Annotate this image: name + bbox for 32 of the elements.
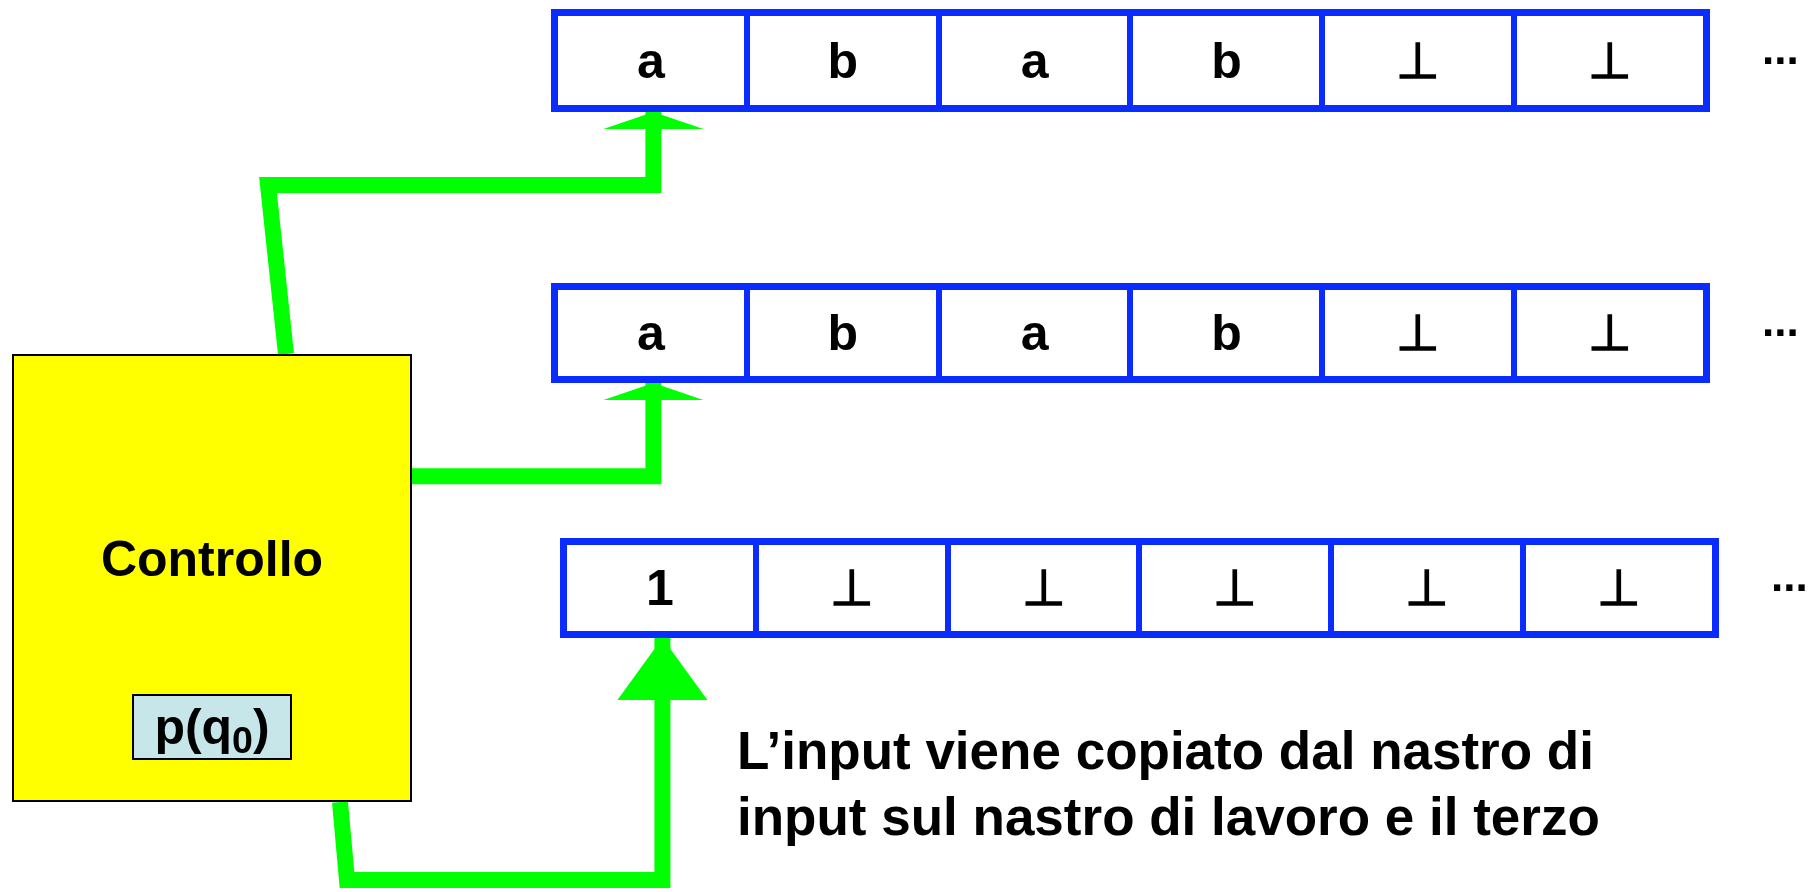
arrow: [259, 112, 704, 355]
cell-symbol: ⊥: [1396, 308, 1441, 358]
cell-symbol: b: [827, 308, 858, 358]
tape-strip: [551, 9, 1710, 112]
arrow: [412, 383, 704, 485]
control-box: [12, 354, 412, 802]
cell-symbol: a: [637, 308, 665, 358]
cell-symbol: ⊥: [1588, 308, 1633, 358]
cell-symbol: b: [1211, 308, 1242, 358]
ellipsis: ...: [1762, 299, 1799, 343]
arrow: [332, 638, 708, 888]
cell-symbol: ⊥: [1588, 35, 1633, 86]
control-label: Controllo: [100, 534, 324, 584]
note-text: L’input viene copiato dal nastro di input sul nastro di lavoro e il terzo: [737, 720, 1601, 848]
cell-symbol: b: [1211, 35, 1242, 86]
cell-symbol: b: [827, 35, 858, 86]
state-label: p(q$_{0}$): [154, 702, 270, 752]
cell-symbol: ⊥: [1021, 563, 1066, 613]
cell-symbol: a: [637, 35, 665, 86]
cell-symbol: ⊥: [1405, 563, 1450, 613]
cell-symbol: ⊥: [1597, 563, 1642, 613]
cell-symbol: ⊥: [1396, 35, 1441, 86]
cell-symbol: 1: [646, 563, 674, 613]
cell-symbol: a: [1020, 308, 1049, 358]
tape-strip: [551, 283, 1710, 383]
cell-symbol: ⊥: [1213, 563, 1258, 613]
ellipsis: ...: [1762, 26, 1799, 71]
cell-symbol: a: [1020, 35, 1049, 86]
cell-symbol: ⊥: [829, 563, 874, 613]
ellipsis: ...: [1771, 554, 1808, 598]
state-box: [132, 694, 292, 760]
tape-strip: [560, 538, 1719, 638]
